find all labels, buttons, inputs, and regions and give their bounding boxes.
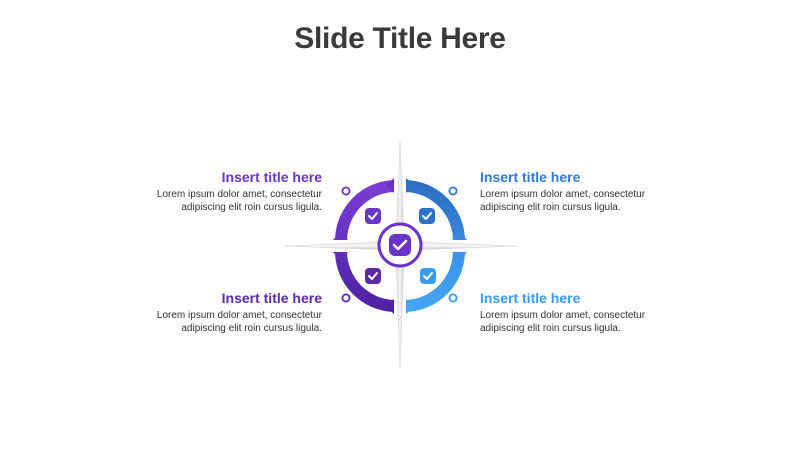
arc-tip-tr-right [452, 232, 467, 240]
marker-circle-bottom-left [341, 293, 351, 303]
spike-north [395, 141, 405, 237]
block-title-top-right: Insert title here [480, 169, 581, 185]
arc-tip-tl-top [386, 178, 394, 193]
marker-circle-bottom-right [448, 293, 458, 303]
spike-west [284, 241, 389, 251]
marker-circle-top-right [448, 186, 458, 196]
block-body-bottom-left: Lorem ipsum dolor amet, consectetur adip… [156, 310, 322, 334]
arc-tip-br-bottom [406, 299, 414, 314]
spike-south [395, 255, 405, 369]
block-title-bottom-right: Insert title here [480, 290, 581, 306]
arc-tip-br-right [452, 252, 467, 260]
block-title-bottom-left: Insert title here [221, 290, 322, 306]
block-body-bottom-right: Lorem ipsum dolor amet, consectetur adip… [480, 310, 646, 334]
arc-tip-tl-left [333, 232, 348, 240]
ring [333, 178, 467, 314]
check-icon [389, 234, 411, 256]
check-icon-top-left [365, 208, 381, 224]
check-icon-bottom-left [365, 268, 381, 284]
arc-tip-tr-top [406, 178, 414, 193]
slide-title: Slide Title Here [294, 22, 506, 55]
marker-circle-top-left [341, 186, 351, 196]
arc-tip-bl-bottom [386, 299, 394, 314]
block-title-top-left: Insert title here [221, 169, 322, 185]
check-icon-bottom-right [420, 268, 436, 284]
check-icon-top-right [419, 208, 435, 224]
block-body-top-right: Lorem ipsum dolor amet, consectetur adip… [480, 189, 646, 213]
text-block-bottom-right: Insert title here Lorem ipsum dolor amet… [480, 289, 710, 335]
center-hub [377, 222, 423, 268]
text-block-top-right: Insert title here Lorem ipsum dolor amet… [480, 168, 710, 214]
text-block-top-left: Insert title here Lorem ipsum dolor amet… [92, 168, 322, 214]
block-body-top-left: Lorem ipsum dolor amet, consectetur adip… [156, 189, 322, 213]
spike-east [411, 241, 518, 251]
text-block-bottom-left: Insert title here Lorem ipsum dolor amet… [92, 289, 322, 335]
arc-tip-bl-left [333, 252, 348, 260]
